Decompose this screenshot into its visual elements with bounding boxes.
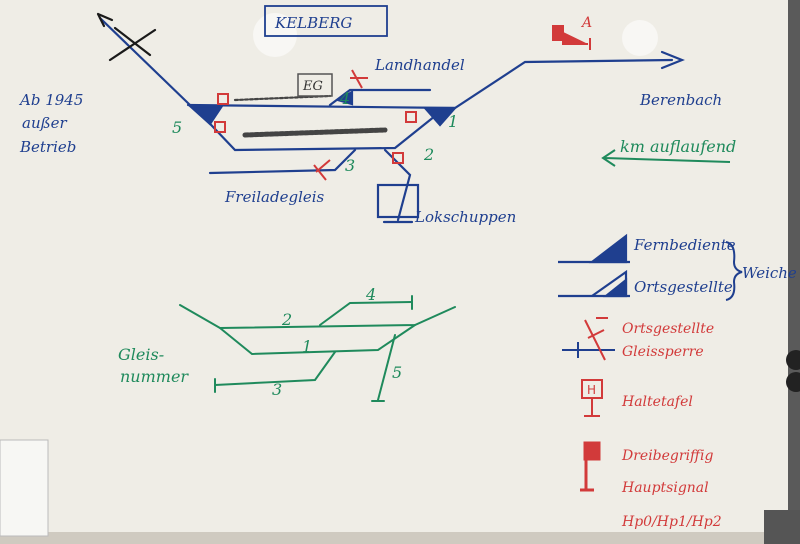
track-number-2: 2 (281, 310, 292, 329)
switch-wedge-4 (335, 90, 354, 106)
switch-number-2: 2 (423, 145, 434, 164)
legend-hauptsignal-symbol (580, 441, 601, 492)
switch-number-3: 3 (345, 156, 355, 175)
legend-haltetafel: Haltetafel (621, 394, 693, 410)
main-signal-a-head (552, 25, 564, 41)
legend-ortsgestellte-symbol (558, 269, 630, 298)
legend-signal-line-2: Hauptsignal (621, 480, 709, 496)
lokschuppen-box (376, 183, 420, 219)
freiladegleis-track (208, 148, 357, 175)
landhandel-label: Landhandel (374, 56, 465, 74)
magnet-2 (786, 372, 800, 392)
legend-weiche: Weiche (742, 264, 797, 282)
legend-haltetafel-glyph: H (587, 383, 596, 397)
km-note: km auflaufend (620, 137, 736, 156)
board-corner-dark (764, 510, 800, 544)
green-track-1 (219, 324, 416, 356)
haltetafel-lower (214, 121, 226, 133)
gleis-label-line-1: Gleis- (118, 345, 164, 364)
paper-note (0, 439, 49, 537)
gleissperre-3 (313, 159, 331, 181)
freiladegleis-label: Freiladegleis (224, 188, 325, 206)
old-line-cross-a (108, 28, 157, 62)
track-number-4: 4 (365, 285, 376, 304)
old-line-crossed (98, 16, 192, 107)
title-box (264, 5, 388, 37)
top-texts: KELBERG Ab 1945 außer Betrieb EG Landhan… (18, 14, 736, 226)
legend-fernbediente-symbol (558, 233, 630, 264)
green-track-4 (319, 301, 413, 326)
signal-a-label: A (580, 15, 592, 31)
track-number-5: 5 (392, 363, 402, 382)
legend-fernbediente: Fernbediente (633, 236, 736, 254)
switch-number-1: 1 (448, 112, 458, 131)
green-track-2 (179, 304, 456, 330)
legend-ortsgestellte: Ortsgestellte (634, 278, 733, 296)
switch-wedge-5 (187, 104, 225, 126)
station-building-label: EG (302, 79, 323, 94)
old-line-arrow (96, 12, 114, 28)
legend-signal-line-1: Dreibegriffig (621, 448, 713, 464)
lokschuppen-label: Lokschuppen (414, 208, 516, 226)
legend-sperre-line-1: Ortsgestellte (622, 321, 714, 337)
track-number-1: 1 (302, 337, 312, 356)
platform-2 (242, 127, 388, 138)
ceiling-light-reflection-2 (622, 20, 658, 56)
track-number-3: 3 (272, 380, 282, 399)
track-number-diagram (179, 295, 456, 402)
title-text: KELBERG (274, 14, 352, 32)
track-number-texts: Gleis- nummer 2 4 1 3 5 (118, 285, 402, 399)
station-track-plan (96, 5, 685, 224)
green-track-5 (377, 334, 396, 401)
gleissperre-top (350, 69, 368, 89)
switch-number-4: 4 (339, 89, 350, 108)
legend: Fernbediente Ortsgestellte Weiche Ortsge… (558, 233, 797, 530)
legend-signal-line-3: Hp0/Hp1/Hp2 (621, 514, 722, 530)
whiteboard-bottom-edge (0, 532, 800, 544)
left-note-line-1: Ab 1945 (18, 91, 83, 109)
switch-wedge-1 (422, 106, 458, 127)
left-note-line-2: außer (22, 114, 68, 132)
legend-sperre-line-2: Gleissperre (622, 344, 704, 360)
switch-number-5: 5 (172, 118, 182, 137)
haltetafel-2 (392, 152, 404, 164)
old-line-cross-b (113, 26, 152, 57)
legend-weiche-brace (725, 241, 743, 301)
legend-haltetafel-symbol (581, 379, 603, 417)
magnet-1 (786, 350, 800, 370)
whiteboard-right-frame (788, 0, 800, 544)
gleis-label-line-2: nummer (120, 367, 189, 386)
green-track-3 (214, 351, 336, 386)
km-arrow (601, 149, 731, 167)
main-track-arrow (660, 50, 685, 70)
destination-label: Berenbach (639, 91, 722, 109)
ceiling-light-reflection-1 (253, 13, 297, 57)
left-note-line-3: Betrieb (19, 138, 76, 156)
main-track (186, 58, 674, 110)
haltetafel-left (217, 93, 229, 105)
top-red-symbols (214, 25, 591, 181)
haltetafel-right (405, 111, 417, 123)
legend-gleissperre-symbol (562, 317, 615, 361)
station-building-box (297, 73, 333, 97)
